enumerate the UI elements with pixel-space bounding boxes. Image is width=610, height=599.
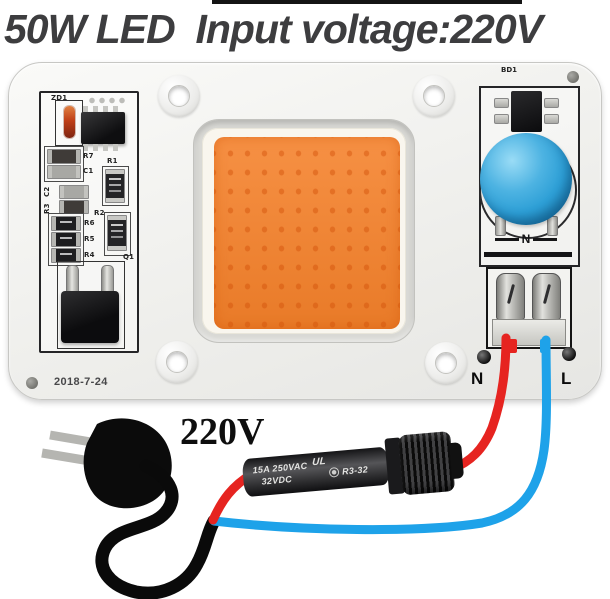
capacitor-c2 [59,185,89,199]
resistor-r5 [51,232,81,247]
blue-disc-capacitor [480,133,572,225]
solder-pad [494,98,509,108]
led-module-board: ZD1 R7 C1 R1 C2 R3 R6 R5 R4 R [8,62,602,400]
fuse-cap-tip [448,442,465,480]
solder-pad [544,98,559,108]
terminal-body [492,319,566,346]
cert-logo-icon [328,466,340,478]
terminal-screw [496,273,525,320]
resistor-r4 [51,248,81,263]
terminal-screw [532,273,561,320]
driver-circuit-area: ZD1 R7 C1 R1 C2 R3 R6 R5 R4 R [39,91,139,353]
input-stage-area: N [479,86,580,267]
silkscreen-box [102,166,129,206]
wire-entry-blue [540,339,549,353]
zener-body [63,106,75,138]
mounting-hole-bore [435,352,457,374]
screw-terminal-block [486,267,572,353]
power-mosfet-q1 [61,291,119,343]
resistor-r6 [51,216,81,231]
fuse-rating-dc: 32VDC [261,474,293,487]
page-title: 50W LED Input voltage:220V [4,6,543,52]
ul-mark-icon: UL [311,455,327,469]
component-label-bd1: BD1 [500,66,518,74]
inductor-marking: N [495,231,558,247]
mosfet-leg [66,265,79,294]
driver-ic-chip [81,112,125,144]
bridge-rectifier-bd1 [511,91,542,132]
plug-prong [49,430,98,448]
silkscreen-box [44,146,84,182]
resistor-r3 [59,200,89,214]
component-label-r5: R5 [84,235,95,243]
silkscreen-box [57,261,125,349]
capacitor-c1 [47,165,81,179]
inductor-mark-letter: N [521,232,531,246]
solder-pads [85,95,125,104]
silkscreen-line [484,252,572,257]
resistor-r1 [105,169,125,203]
wire-entry-red [508,339,517,353]
power-plug [83,418,172,509]
component-label-r7: R7 [83,152,94,160]
silkscreen-box [104,212,131,256]
component-label-r6: R6 [84,219,95,227]
mosfet-leg [101,265,114,294]
solder-pad [494,114,509,124]
mounting-hole-bore [166,351,188,373]
fuse-holder: 15A 250VAC 32VDC UL R3-32 [234,417,481,528]
power-cable [95,459,221,599]
component-label-r1: R1 [107,157,118,165]
fuse-cap-knurled [398,431,456,496]
component-label-r2: R2 [94,209,105,217]
board-corner-dot [26,377,38,389]
board-corner-dot [567,71,579,83]
fuse-model-text: R3-32 [341,464,369,477]
mounting-hole [413,75,455,117]
component-label-c1: C1 [83,167,94,175]
component-label-zd1: ZD1 [51,94,68,102]
led-recess [193,119,415,343]
terminal-label-n: N [471,369,484,388]
mounting-hole [158,75,200,117]
component-label-q1: Q1 [123,253,135,261]
led-substrate [202,128,406,334]
mounting-hole [156,341,198,383]
component-label-r4: R4 [84,251,95,259]
led-cob-chip [214,137,400,329]
mounting-hole [425,342,467,384]
board-screw [477,350,491,364]
fuse-model: R3-32 [328,464,369,478]
mark-line [533,237,558,241]
manufacture-date: 2018-7-24 [54,376,108,388]
fuse-rating-ac: 15A 250VAC [252,460,308,476]
plug-prong [41,448,91,466]
component-label-c2: C2 [43,186,51,197]
top-crop-bar [212,0,522,4]
ic-pins-bottom [83,144,123,151]
mounting-hole-bore [423,85,445,107]
zener-diode-zd1 [55,100,83,146]
silkscreen-box [48,213,84,266]
board-screw [562,347,576,361]
terminal-label-l: L [561,369,572,388]
resistor-r7 [47,149,81,164]
mounting-hole-bore [168,85,190,107]
solder-pad [544,114,559,124]
mark-line [495,237,519,241]
fuse-body: 15A 250VAC 32VDC UL R3-32 [241,446,391,498]
ic-pins-top [83,106,123,113]
resistor-r2 [107,215,127,251]
